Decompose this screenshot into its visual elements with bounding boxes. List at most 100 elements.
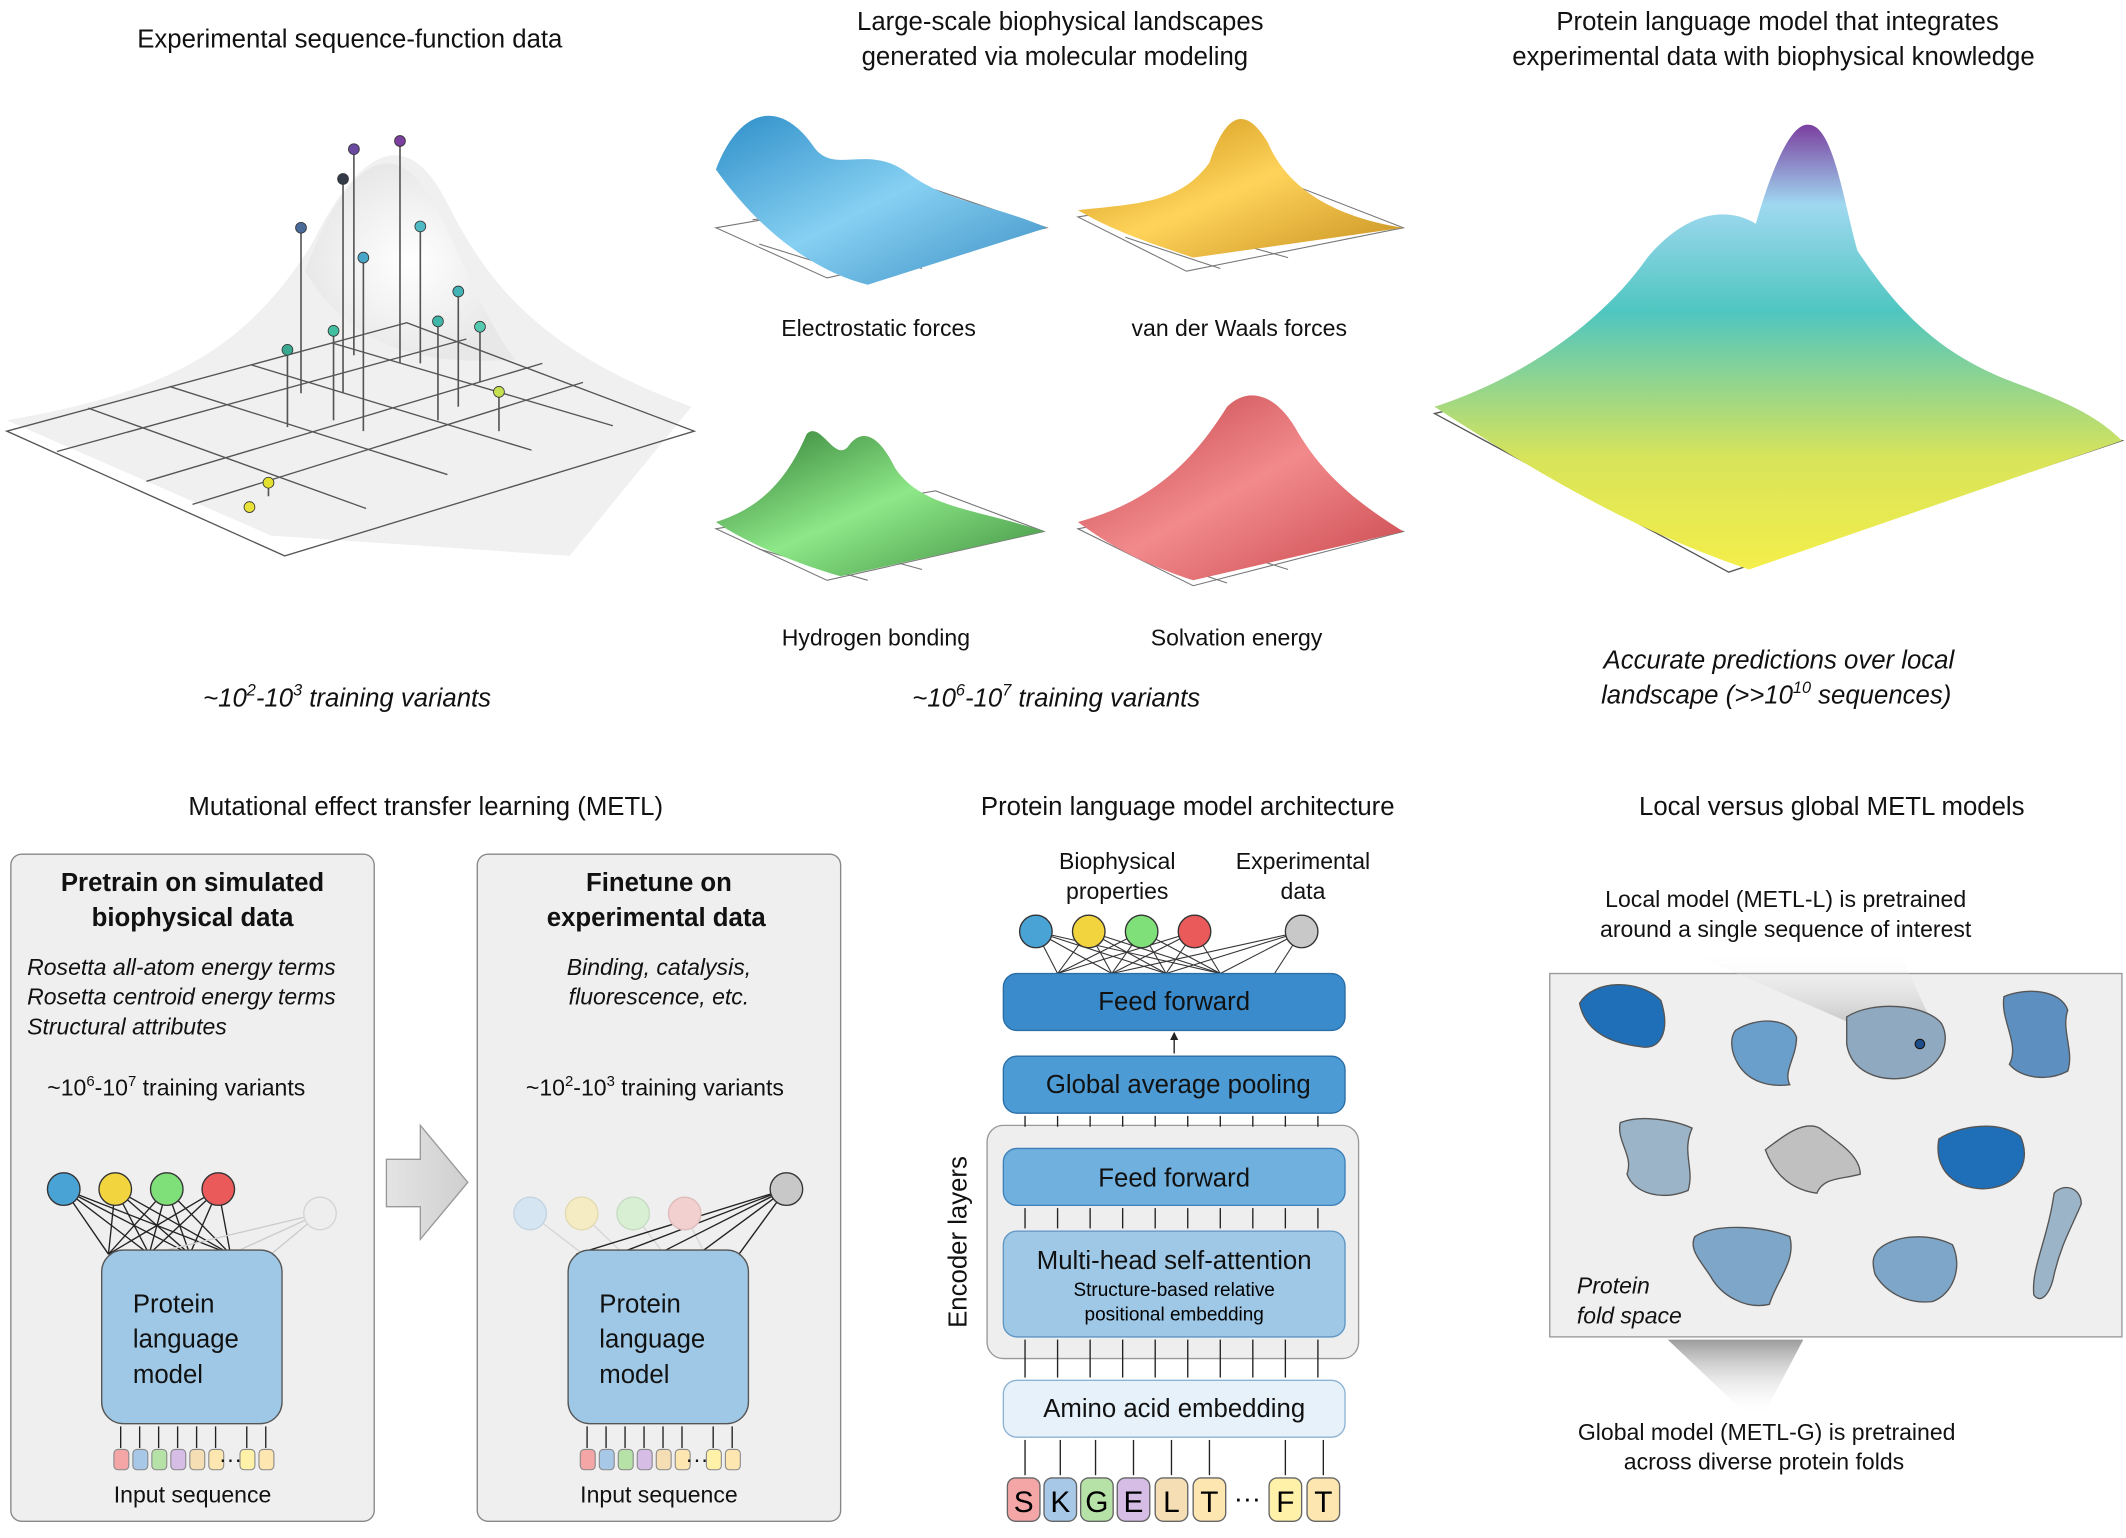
fold-shape: [1937, 1125, 2026, 1190]
fold-space-line2: fold space: [1577, 1302, 1682, 1328]
self-attention-block: [1002, 1230, 1346, 1338]
relative-position-line2: positional embedding: [1085, 1305, 1264, 1326]
residue-token-k: [1043, 1477, 1078, 1522]
residue-token-e: [1116, 1477, 1151, 1522]
node-yellow-faded: [564, 1196, 599, 1231]
hbond-landscape: [714, 431, 1046, 581]
pretrain-input-sequence: Input sequence: [114, 1481, 272, 1507]
finetune-plm-line2: language: [599, 1326, 705, 1354]
residue-ellipsis: ···: [1234, 1483, 1261, 1514]
local-model-line2: around a single sequence of interest: [1600, 916, 1972, 942]
residue-token-t2: [1306, 1477, 1341, 1522]
local-model-line1: Local model (METL-L) is pretrained: [1605, 886, 1966, 912]
finetune-item-fluorescence: fluorescence, etc.: [569, 984, 750, 1010]
relative-position-line1: Structure-based relative: [1073, 1280, 1274, 1301]
residue-letter-g: G: [1085, 1486, 1108, 1519]
exp-variants-label: ~102-103 training variants: [203, 682, 491, 713]
arch-node-blue: [1018, 914, 1053, 949]
experimental-data-title: Experimental sequence-function data: [137, 25, 563, 53]
protein-folds: [1578, 984, 2082, 1307]
bio-props-line2: properties: [1066, 878, 1168, 904]
residue-letter-l: L: [1163, 1486, 1180, 1519]
node-green-faded: [616, 1196, 651, 1231]
vdw-label: van der Waals forces: [1132, 315, 1347, 341]
node-red-faded: [667, 1196, 702, 1231]
encoder-layers-label: Encoder layers: [945, 1156, 973, 1328]
fold-shape: [1731, 1020, 1798, 1087]
residue-letter-s: S: [1014, 1486, 1034, 1519]
sequence-of-interest-dot: [1914, 1038, 1926, 1050]
plm-landscape: [1432, 124, 2125, 573]
pretrain-output-nodes: [46, 1172, 337, 1231]
residue-letter-t: T: [1200, 1486, 1218, 1519]
fold-shape: [2032, 1186, 2082, 1300]
residue-token-t: [1192, 1477, 1227, 1522]
amino-embedding-block: [1002, 1379, 1346, 1438]
global-pooling-label: Global average pooling: [1046, 1071, 1311, 1099]
finetune-input-arrows: [586, 1426, 733, 1449]
fold-shape: [1764, 1125, 1861, 1194]
vdw-landscape: [1076, 119, 1406, 272]
accurate-predictions-line1: Accurate predictions over local: [1602, 646, 1956, 674]
pretrain-plm-line1: Protein: [133, 1290, 215, 1318]
pretrain-input-arrows: [119, 1426, 267, 1449]
node-blue-faded: [513, 1196, 548, 1231]
pretrain-ellipsis: ···: [219, 1446, 242, 1472]
pretrain-item-structural: Structural attributes: [27, 1014, 227, 1040]
global-pooling-block: [1002, 1055, 1346, 1114]
arch-output-nodes: [1018, 914, 1319, 949]
biophysical-title-line1: Large-scale biophysical landscapes: [857, 8, 1264, 36]
feed-forward-encoder-block: [1002, 1147, 1346, 1207]
experimental-landscape: [4, 135, 697, 557]
pretrain-title-line2: biophysical data: [92, 904, 294, 932]
finetune-ellipsis: ···: [685, 1446, 708, 1472]
fold-shape: [1618, 1117, 1694, 1196]
feed-forward-top-label: Feed forward: [1098, 988, 1250, 1016]
residue-token-l: [1154, 1477, 1189, 1522]
residue-tokens: S K G E L T ··· F T: [1006, 1477, 1341, 1522]
pretrain-item-allatom: Rosetta all-atom energy terms: [27, 954, 336, 980]
amino-embedding-label: Amino acid embedding: [1043, 1395, 1305, 1423]
node-green: [149, 1172, 184, 1207]
finetune-output-nodes: [513, 1172, 804, 1231]
exp-data-line1: Experimental: [1236, 848, 1370, 874]
pretrain-plm-line2: language: [133, 1326, 239, 1354]
pretrain-item-centroid: Rosetta centroid energy terms: [27, 984, 336, 1010]
fold-shape: [1872, 1236, 1958, 1303]
arch-node-green: [1124, 914, 1159, 949]
global-cone: [1667, 1339, 1804, 1417]
residue-token-g: [1079, 1477, 1114, 1522]
residue-letter-e: E: [1124, 1486, 1144, 1519]
finetune-title-line1: Finetune on: [586, 869, 732, 897]
pretrain-plm-box: [101, 1249, 283, 1425]
node-yellow: [98, 1172, 133, 1207]
residue-token-f: [1268, 1477, 1303, 1522]
residue-letter-t2: T: [1314, 1486, 1332, 1519]
arch-node-red: [1177, 914, 1212, 949]
feed-forward-top-block: [1002, 972, 1346, 1032]
transfer-arrow: [385, 1123, 469, 1242]
finetune-input-sequence: Input sequence: [580, 1481, 738, 1507]
finetune-item-binding: Binding, catalysis,: [567, 954, 751, 980]
arch-node-grey: [1284, 914, 1319, 949]
solvation-landscape: [1076, 395, 1406, 587]
finetune-input-tokens: [579, 1448, 741, 1471]
fold-space-line1: Protein: [1577, 1273, 1650, 1299]
global-model-line2: across diverse protein folds: [1624, 1449, 1904, 1475]
pretrain-variants: ~106-107 training variants: [47, 1074, 305, 1100]
residue-letter-f: F: [1276, 1486, 1294, 1519]
fold-shape: [1692, 1226, 1792, 1307]
exp-data-line2: data: [1281, 878, 1326, 904]
fold-shape: [1578, 984, 1666, 1048]
finetune-plm-line3: model: [599, 1361, 669, 1389]
bio-props-line1: Biophysical: [1059, 848, 1176, 874]
pretrain-input-tokens: [113, 1448, 275, 1471]
fold-shape: [1846, 1005, 1946, 1080]
pretrain-title-line1: Pretrain on simulated: [61, 869, 324, 897]
pretrain-plm-line3: model: [133, 1361, 203, 1389]
finetune-plm-box: [567, 1249, 750, 1425]
residue-token-s: [1006, 1477, 1041, 1522]
accurate-predictions-line2: landscape (>>1010 sequences): [1601, 679, 1951, 710]
hbond-label: Hydrogen bonding: [782, 624, 970, 650]
